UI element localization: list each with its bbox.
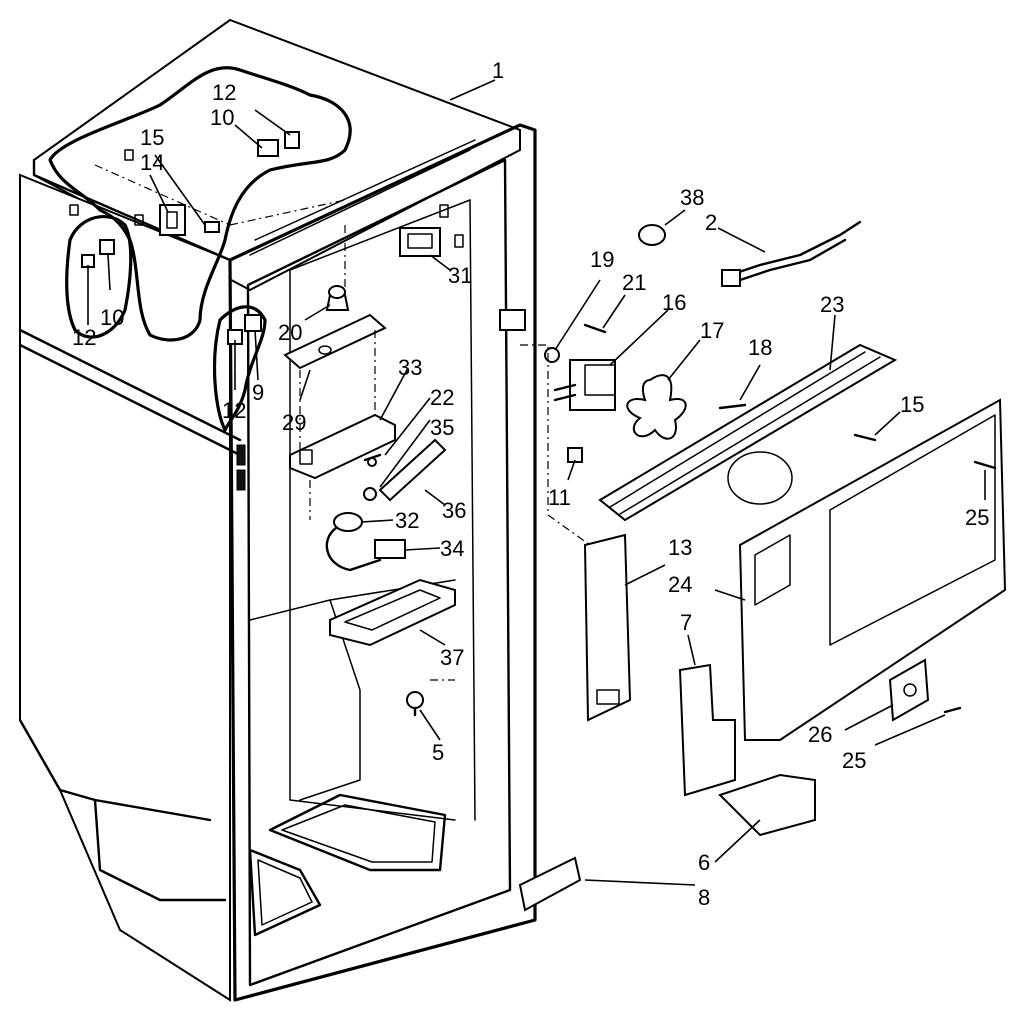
callout-36: 36 — [442, 498, 466, 523]
thermostat-connectors — [81, 131, 441, 345]
callout-22: 22 — [430, 385, 454, 410]
callout-9: 9 — [252, 380, 264, 405]
callout-29: 29 — [282, 410, 306, 435]
callout-16: 16 — [662, 290, 686, 315]
callout-12: 12 — [212, 80, 236, 105]
callout-labels: 1 2 38 12 10 15 14 12 10 12 9 20 29 31 3… — [72, 58, 989, 910]
callout-7: 7 — [680, 610, 692, 635]
callout-1: 1 — [492, 58, 504, 83]
callout-15: 15 — [140, 125, 164, 150]
callout-10: 10 — [210, 105, 234, 130]
callout-23: 23 — [820, 292, 844, 317]
callout-35: 35 — [430, 415, 454, 440]
evaporator-fan-assembly — [518, 220, 1007, 912]
wire-harness-cutaway — [48, 66, 352, 432]
callout-15: 15 — [900, 392, 924, 417]
callout-38: 38 — [680, 185, 704, 210]
callout-5: 5 — [432, 740, 444, 765]
callout-37: 37 — [440, 645, 464, 670]
callout-8: 8 — [698, 885, 710, 910]
callout-33: 33 — [398, 355, 422, 380]
leader-lines — [87, 79, 986, 886]
callout-25: 25 — [965, 505, 989, 530]
callout-25: 25 — [842, 748, 866, 773]
callout-32: 32 — [395, 508, 419, 533]
callout-24: 24 — [668, 572, 692, 597]
callout-21: 21 — [622, 270, 646, 295]
callout-2: 2 — [705, 210, 717, 235]
callout-11: 11 — [548, 485, 571, 510]
callout-12: 12 — [222, 398, 246, 423]
callout-10: 10 — [100, 305, 124, 330]
callout-20: 20 — [278, 320, 302, 345]
callout-31: 31 — [448, 263, 472, 288]
callout-14: 14 — [140, 150, 164, 175]
callout-26: 26 — [808, 722, 832, 747]
callout-6: 6 — [698, 850, 710, 875]
callout-13: 13 — [668, 535, 692, 560]
callout-19: 19 — [590, 247, 614, 272]
callout-18: 18 — [748, 335, 772, 360]
callout-34: 34 — [440, 536, 464, 561]
cabinet-liner — [18, 18, 537, 1002]
callout-17: 17 — [700, 318, 724, 343]
interior-parts — [283, 225, 456, 717]
callout-12: 12 — [72, 325, 96, 350]
